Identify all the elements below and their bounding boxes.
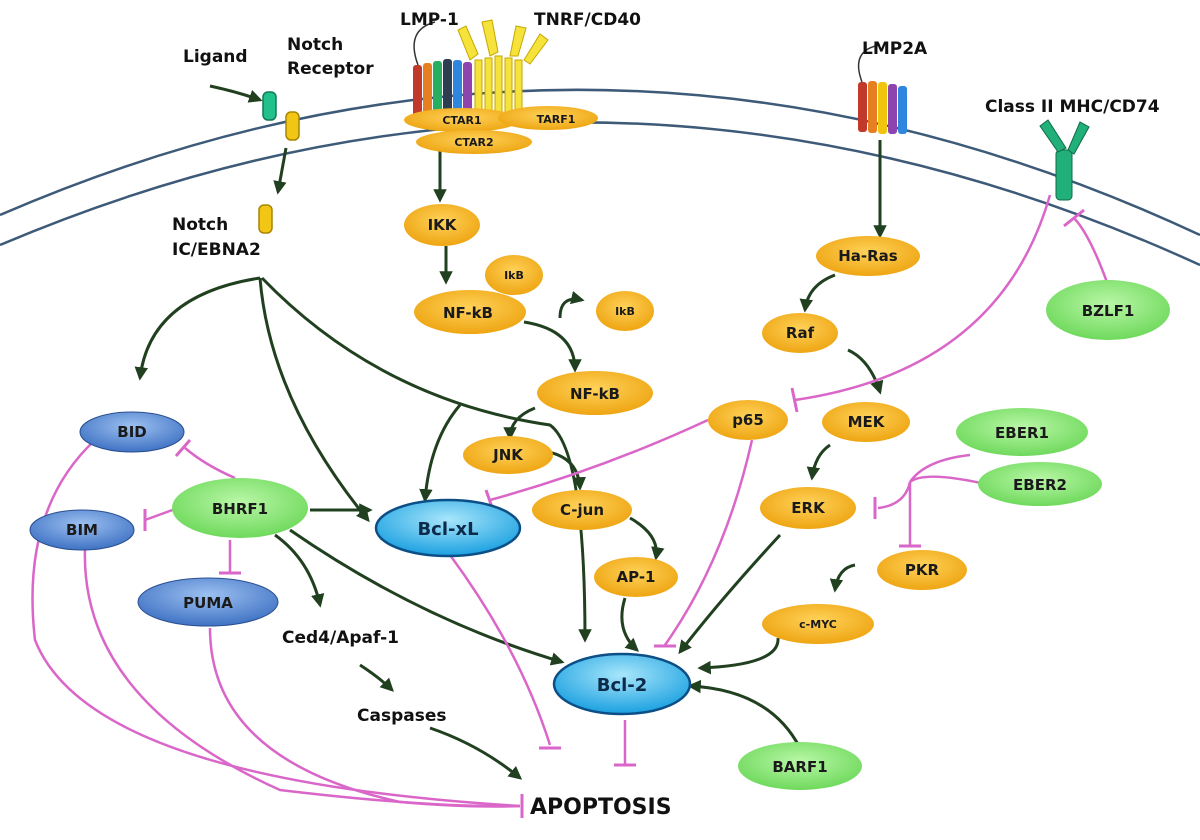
cell-membrane: [0, 88, 1200, 267]
svg-text:IkB: IkB: [615, 305, 635, 318]
ap1-node: AP-1: [594, 557, 678, 597]
ced4-apaf1-label: Ced4/Apaf-1: [282, 628, 399, 648]
svg-text:EBER1: EBER1: [995, 424, 1049, 442]
notch-ic-icon: [258, 204, 273, 234]
svg-text:JNK: JNK: [492, 446, 524, 464]
jnk-node: JNK: [463, 436, 553, 474]
svg-text:Raf: Raf: [786, 324, 815, 342]
p65-node: p65: [708, 400, 788, 440]
caspases-label: Caspases: [357, 706, 446, 726]
nfkb-node-2: NF-kB: [537, 371, 653, 415]
svg-text:NF-kB: NF-kB: [443, 304, 493, 322]
notch-ic-label-1: Notch: [172, 215, 228, 235]
lmp1-label: LMP-1: [400, 10, 459, 30]
bid-node: BID: [79, 411, 185, 453]
ikb-node-1: IkB: [485, 255, 543, 295]
tarf1-node: TARF1: [498, 106, 598, 130]
svg-text:ERK: ERK: [791, 499, 826, 517]
ligand-label: Ligand: [183, 47, 248, 67]
svg-text:c-MYC: c-MYC: [799, 618, 837, 631]
notch-receptor-label-2: Receptor: [287, 59, 374, 79]
svg-text:PUMA: PUMA: [183, 594, 233, 612]
svg-text:NF-kB: NF-kB: [570, 385, 620, 403]
svg-text:BIM: BIM: [66, 521, 98, 539]
eber1-node: EBER1: [956, 408, 1088, 456]
svg-text:AP-1: AP-1: [616, 568, 655, 586]
lmp2a-label: LMP2A: [862, 39, 928, 59]
svg-text:TARF1: TARF1: [537, 113, 576, 126]
svg-text:IKK: IKK: [428, 216, 458, 234]
bcl-xl-node: Bcl-xL: [374, 498, 522, 558]
ikk-node: IKK: [404, 204, 480, 246]
notch-ic-label-2: IC/EBNA2: [172, 240, 261, 260]
svg-text:CTAR2: CTAR2: [454, 136, 493, 149]
ha-ras-node: Ha-Ras: [816, 236, 920, 276]
svg-text:BHRF1: BHRF1: [212, 500, 268, 518]
svg-text:PKR: PKR: [905, 561, 940, 579]
lmp1-receptor-icon: [413, 21, 472, 117]
erk-node: ERK: [760, 487, 856, 529]
cjun-node: C-jun: [532, 490, 632, 530]
bcl-2-node: Bcl-2: [552, 652, 692, 716]
notch-receptor-label-1: Notch: [287, 35, 343, 55]
barf1-node: BARF1: [738, 742, 862, 790]
lmp2a-receptor-icon: [857, 44, 907, 134]
raf-node: Raf: [762, 313, 838, 353]
tnrf-cd40-receptor-icon: [457, 19, 549, 116]
mek-node: MEK: [822, 402, 910, 442]
svg-text:BID: BID: [117, 423, 146, 441]
mhc-cd74-label: Class II MHC/CD74: [985, 97, 1160, 117]
svg-text:BARF1: BARF1: [772, 758, 827, 776]
notch-receptor-icon: [262, 91, 300, 141]
puma-node: PUMA: [137, 577, 279, 627]
c-myc-node: c-MYC: [762, 604, 874, 644]
pkr-node: PKR: [877, 550, 967, 590]
tnrf-cd40-label: TNRF/CD40: [534, 10, 641, 30]
ctar2-node: CTAR2: [416, 130, 532, 154]
svg-text:CTAR1: CTAR1: [442, 114, 481, 127]
svg-text:IkB: IkB: [504, 269, 524, 282]
svg-text:EBER2: EBER2: [1013, 476, 1067, 494]
mhc-cd74-receptor-icon: [1039, 119, 1090, 201]
ikb-node-2: IkB: [596, 291, 654, 331]
svg-text:C-jun: C-jun: [560, 501, 604, 519]
ctar1-node: CTAR1: [404, 108, 520, 132]
svg-text:Bcl-2: Bcl-2: [597, 675, 648, 696]
inhibition-lines: [31, 194, 1110, 818]
nfkb-node-1: NF-kB: [414, 290, 526, 334]
svg-text:Ha-Ras: Ha-Ras: [838, 247, 898, 265]
svg-text:p65: p65: [732, 411, 764, 429]
apoptosis-label: APOPTOSIS: [530, 795, 672, 820]
svg-text:Bcl-xL: Bcl-xL: [417, 519, 478, 540]
bim-node: BIM: [29, 509, 135, 551]
svg-text:BZLF1: BZLF1: [1082, 302, 1135, 320]
bzlf1-node: BZLF1: [1046, 280, 1170, 340]
eber2-node: EBER2: [978, 462, 1102, 506]
bhrf1-node: BHRF1: [172, 478, 308, 538]
svg-text:MEK: MEK: [848, 413, 886, 431]
